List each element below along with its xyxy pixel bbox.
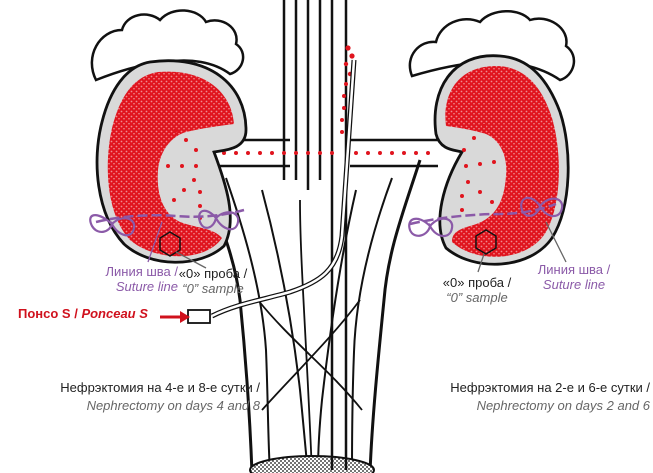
left-sample-label-en: “0” sample [164,281,262,296]
left-suture-label-en: Suture line [58,279,178,294]
left-suture-label-ru: Линия шва / [58,264,178,279]
ponceau-label-en: Ponceau S [81,306,147,321]
right-suture-label-en: Suture line [522,277,626,292]
right-sample-label-en: “0” sample [428,290,526,305]
left-sample-label: «0» проба / “0” sample [164,266,262,296]
right-nephrectomy-label-en: Nephrectomy on days 2 and 6 [390,398,650,413]
left-nephrectomy-label: Нефрэктомия на 4-е и 8-е сутки / Nephrec… [4,380,260,413]
ponceau-label: Понсо S / Ponceau S [18,306,148,321]
left-nephrectomy-label-en: Nephrectomy on days 4 and 8 [4,398,260,413]
catheter-port [188,310,210,323]
right-sample-label-ru: «0» проба / [428,275,526,290]
renal-vessel-dots [210,151,430,155]
left-nephrectomy-label-ru: Нефрэктомия на 4-е и 8-е сутки / [4,380,260,395]
right-suture-label: Линия шва / Suture line [522,262,626,292]
left-suture-label: Линия шва / Suture line [58,264,178,294]
right-nephrectomy-label: Нефрэктомия на 2-е и 6-е сутки / Nephrec… [390,380,650,413]
left-sample-label-ru: «0» проба / [164,266,262,281]
right-suture-label-ru: Линия шва / [522,262,626,277]
right-sample-label: «0» проба / “0” sample [428,275,526,305]
right-nephrectomy-label-ru: Нефрэктомия на 2-е и 6-е сутки / [390,380,650,395]
ponceau-label-ru: Понсо S / [18,306,81,321]
aorta-tube [284,0,346,470]
